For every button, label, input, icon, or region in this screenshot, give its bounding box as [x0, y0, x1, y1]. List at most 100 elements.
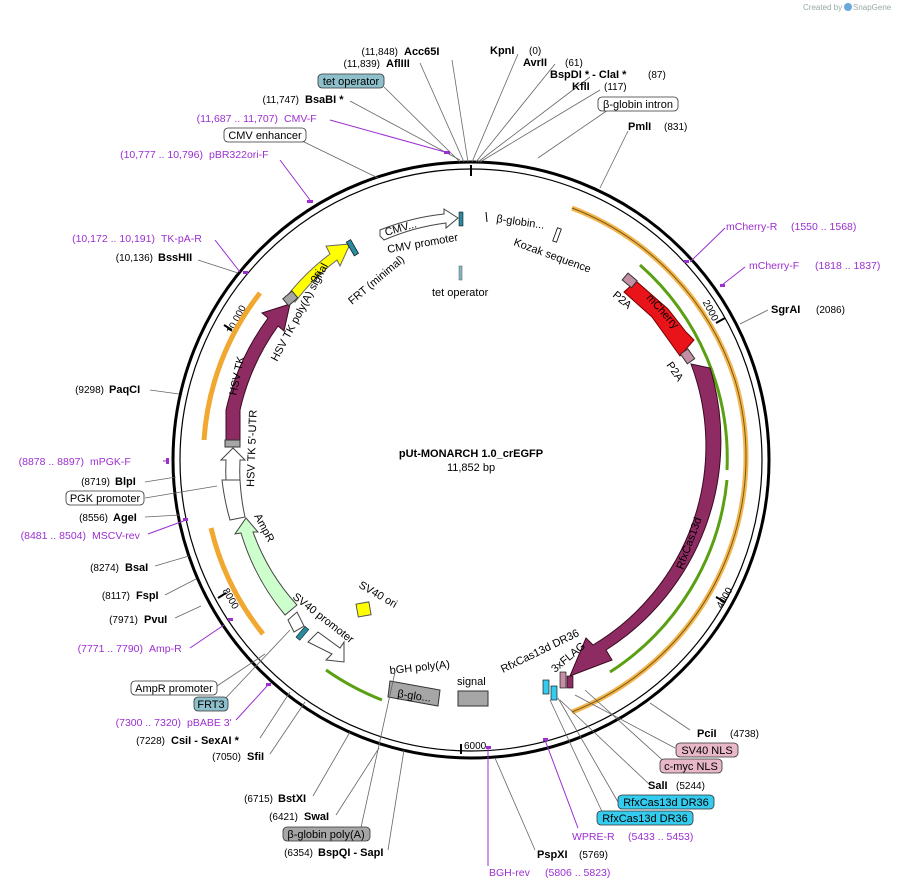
fspi-name[interactable]: FspI [136, 590, 159, 602]
bstxi-pos: (6715) [244, 794, 273, 805]
hsvtk-utr-label: HSV TK 5'-UTR [245, 410, 260, 488]
pcii-pos: (4738) [730, 729, 759, 740]
hsvtk-utr-box [224, 439, 241, 448]
bglobin-intron-box-label: β-globin intron [603, 99, 673, 111]
pbr322-name[interactable]: pBR322ori-F [209, 149, 269, 161]
pbabe-name[interactable]: pBABE 3' [187, 717, 232, 729]
dr36-box-b[interactable] [596, 810, 694, 826]
kozak-label: Kozak sequence [512, 237, 593, 276]
pmli-name[interactable]: PmlI [628, 121, 651, 133]
sali-name[interactable]: SalI [648, 780, 668, 792]
bglo-short-label: β-glo... [397, 688, 432, 705]
cmyc-nls-box-label: c-myc NLS [664, 761, 718, 773]
ampr-promoter-box[interactable] [130, 680, 218, 696]
pspxi-name[interactable]: PspXI [537, 849, 568, 861]
cmyc-nls-box[interactable] [659, 758, 723, 774]
tet-operator-box[interactable] [317, 73, 385, 89]
mcherryr-name[interactable]: mCherry-R [726, 221, 778, 233]
swai-name[interactable]: SwaI [304, 811, 329, 823]
dr36-box-a[interactable] [617, 794, 715, 810]
hsvtk-pa-box [282, 290, 299, 307]
blpi-name[interactable]: BlpI [115, 476, 136, 488]
mcherryf-name[interactable]: mCherry-F [749, 260, 799, 272]
ori-feature[interactable] [286, 243, 351, 303]
tkpa-pos: (10,172 .. 10,191) [72, 233, 155, 245]
sali-pos: (5244) [676, 781, 705, 792]
sv40-ori-feature[interactable] [355, 601, 372, 618]
afliii-name[interactable]: AflIII [386, 58, 410, 70]
pvui-pos: (7971) [109, 615, 138, 626]
hsvtk-feature[interactable] [225, 303, 291, 441]
pgk-promoter-box[interactable] [65, 490, 145, 506]
cmv-promoter-feature[interactable] [379, 208, 459, 241]
sfii-name[interactable]: SfiI [247, 751, 264, 763]
mpgk-pos: (8878 .. 8897) [19, 456, 84, 468]
sv40-nls-box[interactable] [675, 742, 739, 758]
cmv-enhancer-box[interactable] [223, 127, 307, 143]
agei-name[interactable]: AgeI [113, 512, 137, 524]
bglobin-intron-box[interactable] [597, 96, 679, 112]
plasmid-size: 11,852 bp [447, 462, 495, 474]
orange-arc-left-top [201, 291, 262, 441]
mcherryf-pos: (1818 .. 1837) [815, 260, 880, 272]
ampr-primer-pos: (7771 .. 7790) [78, 643, 143, 655]
mcherry-feature[interactable] [623, 280, 695, 357]
sgrai-name[interactable]: SgrAI [771, 304, 800, 316]
tick-marks [217, 165, 726, 754]
paqci-name[interactable]: PaqCI [109, 384, 140, 396]
bstxi-name[interactable]: BstXI [278, 793, 306, 805]
paqci-pos: (9298) [75, 385, 104, 396]
cmv-short-label: CMV... [384, 218, 419, 239]
pvui-name[interactable]: PvuI [144, 614, 167, 626]
dr36-box-a-label: RfxCas13d DR36 [623, 797, 709, 809]
tet-operator-inner-label: tet operator [432, 287, 489, 299]
bsshii-name[interactable]: BssHII [158, 252, 192, 264]
agei-pos: (8556) [79, 513, 108, 524]
watermark-brand: SnapGene [853, 3, 892, 12]
tet-op-mark-inner [458, 265, 463, 281]
frt3-box[interactable] [193, 696, 229, 712]
bglobin-pa-box-label: β-globin poly(A) [287, 829, 364, 841]
cmvf-name[interactable]: CMV-F [284, 113, 317, 125]
ampr-primer-name[interactable]: Amp-R [149, 643, 182, 655]
mpgk-name[interactable]: mPGK-F [90, 456, 131, 468]
blpi-pos: (8719) [81, 477, 110, 488]
bgh-pa-label: bGH poly(A) [389, 659, 450, 677]
bspqi-name[interactable]: BspQI - SapI [318, 847, 383, 859]
sv40-promoter-feature[interactable] [307, 631, 345, 663]
pgk-promoter-body [221, 479, 246, 521]
tick-label-6000: 6000 [464, 741, 487, 752]
kfli-name[interactable]: KflI [572, 81, 590, 93]
kpni-pos: (0) [529, 46, 541, 57]
bspdi-name[interactable]: BspDI * - ClaI * [550, 69, 627, 81]
bgh-grey-box [387, 680, 441, 707]
bsabi-name[interactable]: BsaBI * [305, 94, 344, 106]
tkpa-name[interactable]: TK-pA-R [161, 233, 202, 245]
green-arc-bottom [325, 668, 383, 702]
csii-name[interactable]: CsiI - SexAI * [171, 735, 240, 747]
bgh-name[interactable]: BGH-rev [489, 867, 531, 879]
bgh-signal-box [457, 690, 489, 707]
cmvf-pos: (11,687 .. 11,707) [197, 113, 278, 125]
p2a-bottom-label: P2A [664, 360, 686, 384]
acc65i-name[interactable]: Acc65I [404, 46, 439, 58]
bsshii-pos: (10,136) [116, 253, 153, 264]
mscv-name[interactable]: MSCV-rev [92, 530, 141, 542]
dr36-box-b-label: RfxCas13d DR36 [602, 813, 688, 825]
rfxcas13d-label: RfxCas13d [675, 516, 705, 571]
bglobin-short-label: β-globin... [496, 213, 546, 232]
ampr-feature[interactable] [233, 517, 298, 616]
plasmid-name: pUt-MONARCH 1.0_crEGFP [399, 448, 543, 460]
tet-operator-box-label: tet operator [323, 76, 380, 88]
ampr-promoter-box-label: AmpR promoter [135, 683, 213, 695]
kpni-name[interactable]: KpnI [490, 45, 514, 57]
snapgene-logo-icon [844, 3, 852, 11]
avrii-pos: (61) [565, 58, 583, 69]
wpre-name[interactable]: WPRE-R [572, 831, 615, 843]
pcii-name[interactable]: PciI [697, 728, 717, 740]
bglobin-pa-box[interactable] [282, 826, 371, 842]
bsai-name[interactable]: BsaI [125, 562, 148, 574]
pbabe-pos: (7300 .. 7320) [116, 717, 181, 729]
sfii-pos: (7050) [212, 752, 241, 763]
avrii-name[interactable]: AvrII [523, 57, 547, 69]
